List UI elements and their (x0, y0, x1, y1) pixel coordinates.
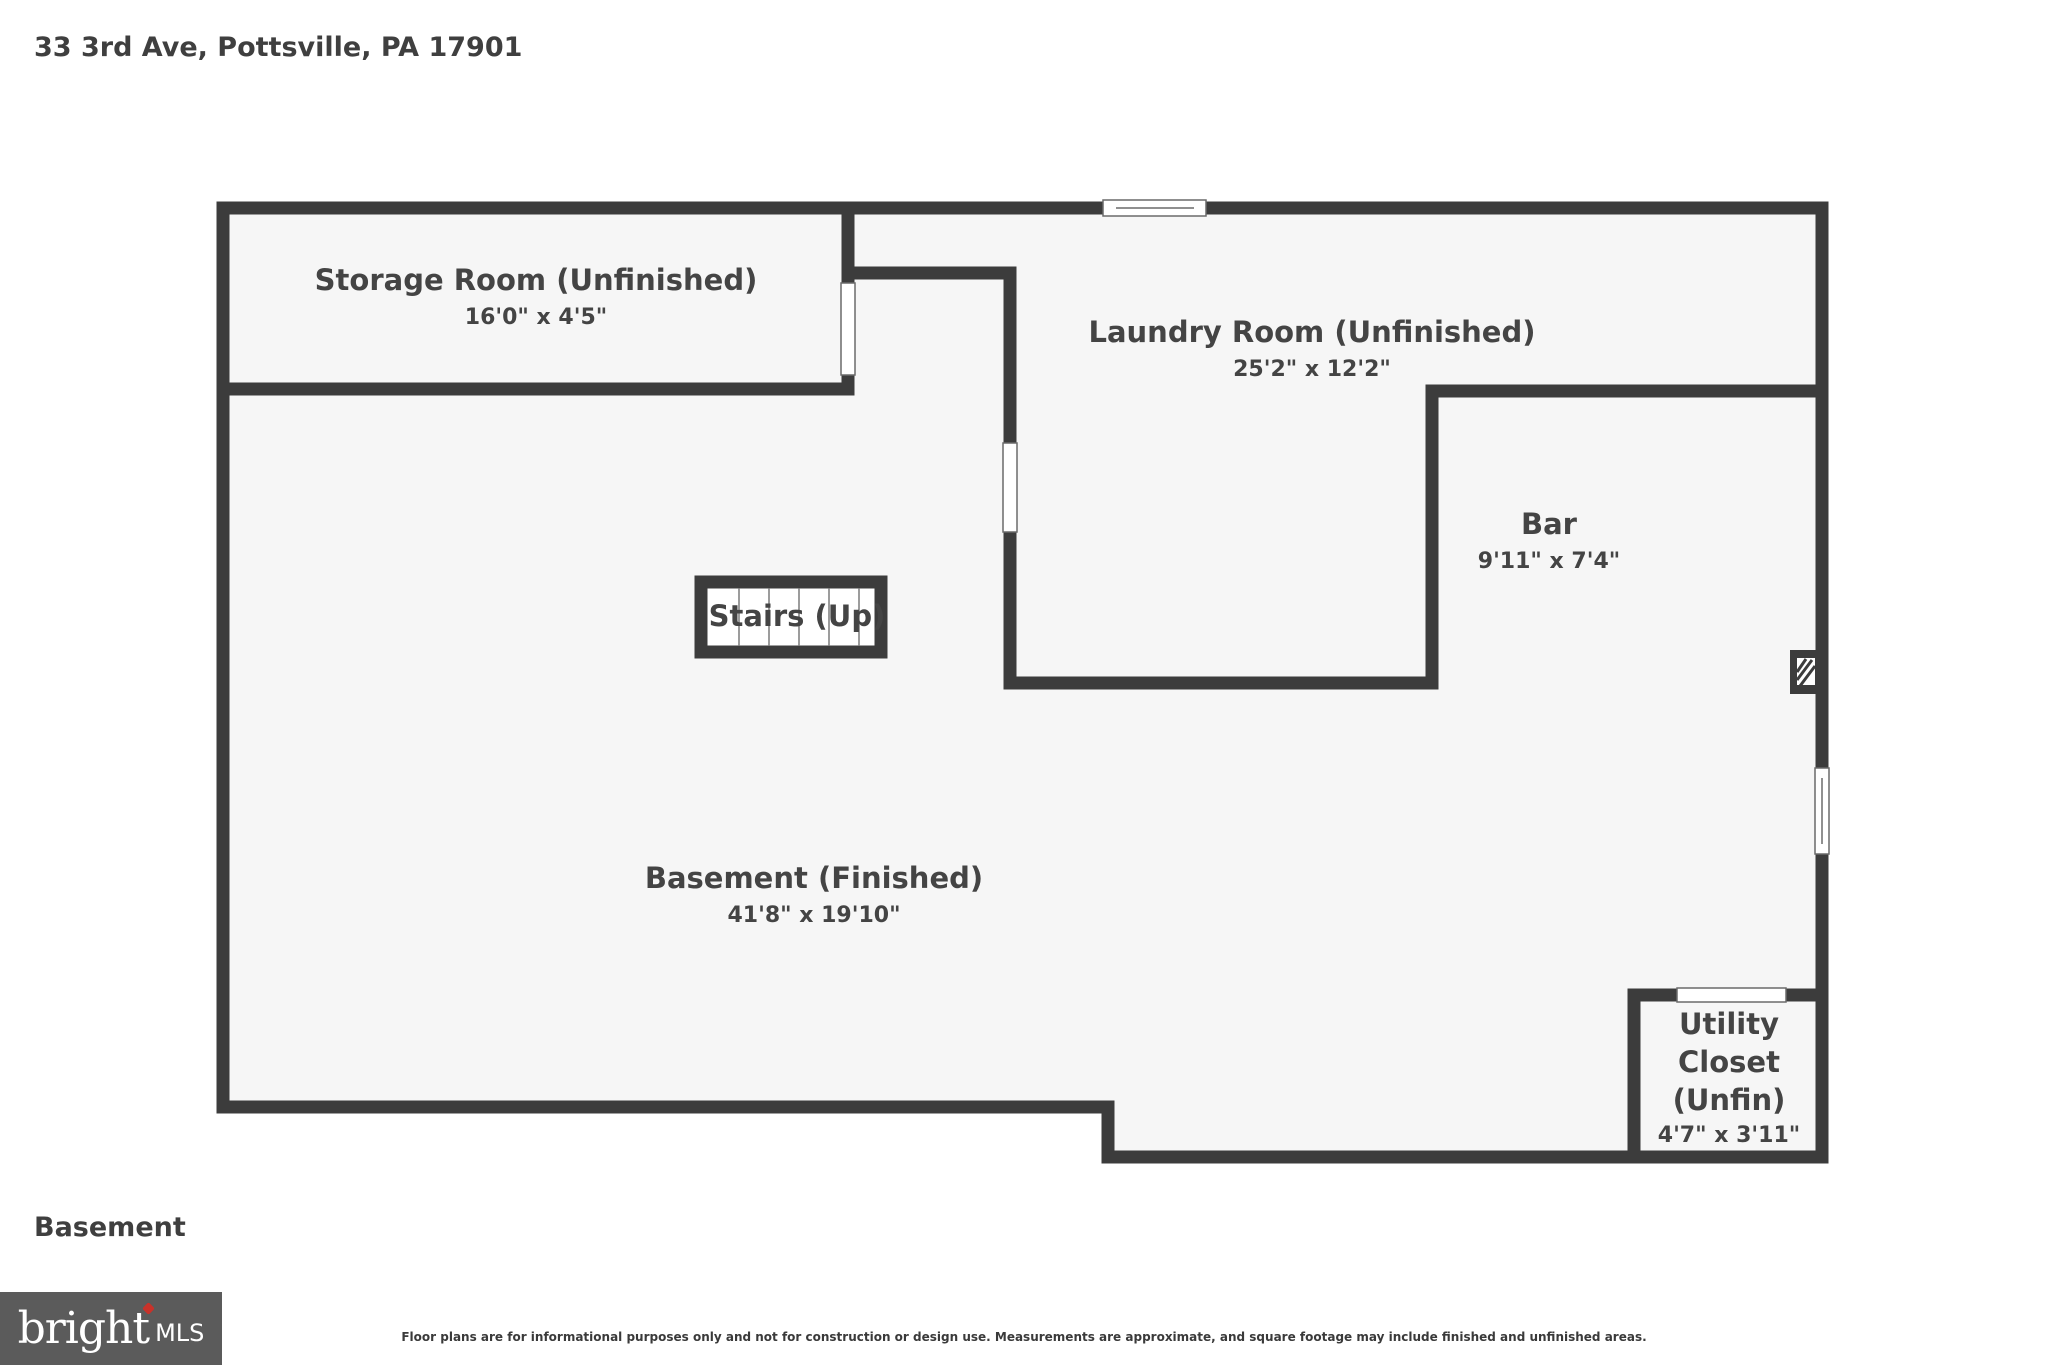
utility-closet-dims: 4'7" x 3'11" (1658, 1123, 1800, 1148)
utility-door-opening (1676, 987, 1787, 1003)
laundry-room-dims: 25'2" x 12'2" (1233, 357, 1391, 382)
laundry-room-wall (841, 266, 1829, 690)
laundry-door-opening (1002, 442, 1018, 533)
storage-door-opening (840, 282, 856, 376)
storage-room-dims: 16'0" x 4'5" (465, 305, 607, 330)
stair-treads (738, 588, 860, 646)
bar-name: Bar (1521, 507, 1578, 541)
bright-mls-logo: bright MLS (0, 1292, 222, 1365)
utility-closet-name-line1: Utility (1679, 1007, 1779, 1041)
walls (216, 201, 1829, 1164)
storage-room-name: Storage Room (Unfinished) (315, 263, 758, 297)
disclaimer: Floor plans are for informational purpos… (401, 1330, 1647, 1344)
logo-suffix: MLS (155, 1318, 205, 1347)
logo-wordmark: bright (17, 1303, 150, 1354)
property-address: 33 3rd Ave, Pottsville, PA 17901 (34, 32, 523, 63)
utility-closet-name-line2: Closet (1678, 1045, 1780, 1079)
basement-dims: 41'8" x 19'10" (727, 903, 900, 928)
basement-name: Basement (Finished) (645, 861, 983, 895)
utility-closet-name-line3: (Unfin) (1673, 1083, 1786, 1117)
stairs (694, 575, 888, 659)
stairs-label: Stairs (Up) (709, 599, 886, 633)
bar-dims: 9'11" x 7'4" (1478, 549, 1620, 574)
exterior-wall (216, 201, 1829, 1164)
floor-level-label: Basement (34, 1212, 186, 1243)
laundry-room-name: Laundry Room (Unfinished) (1088, 315, 1535, 349)
